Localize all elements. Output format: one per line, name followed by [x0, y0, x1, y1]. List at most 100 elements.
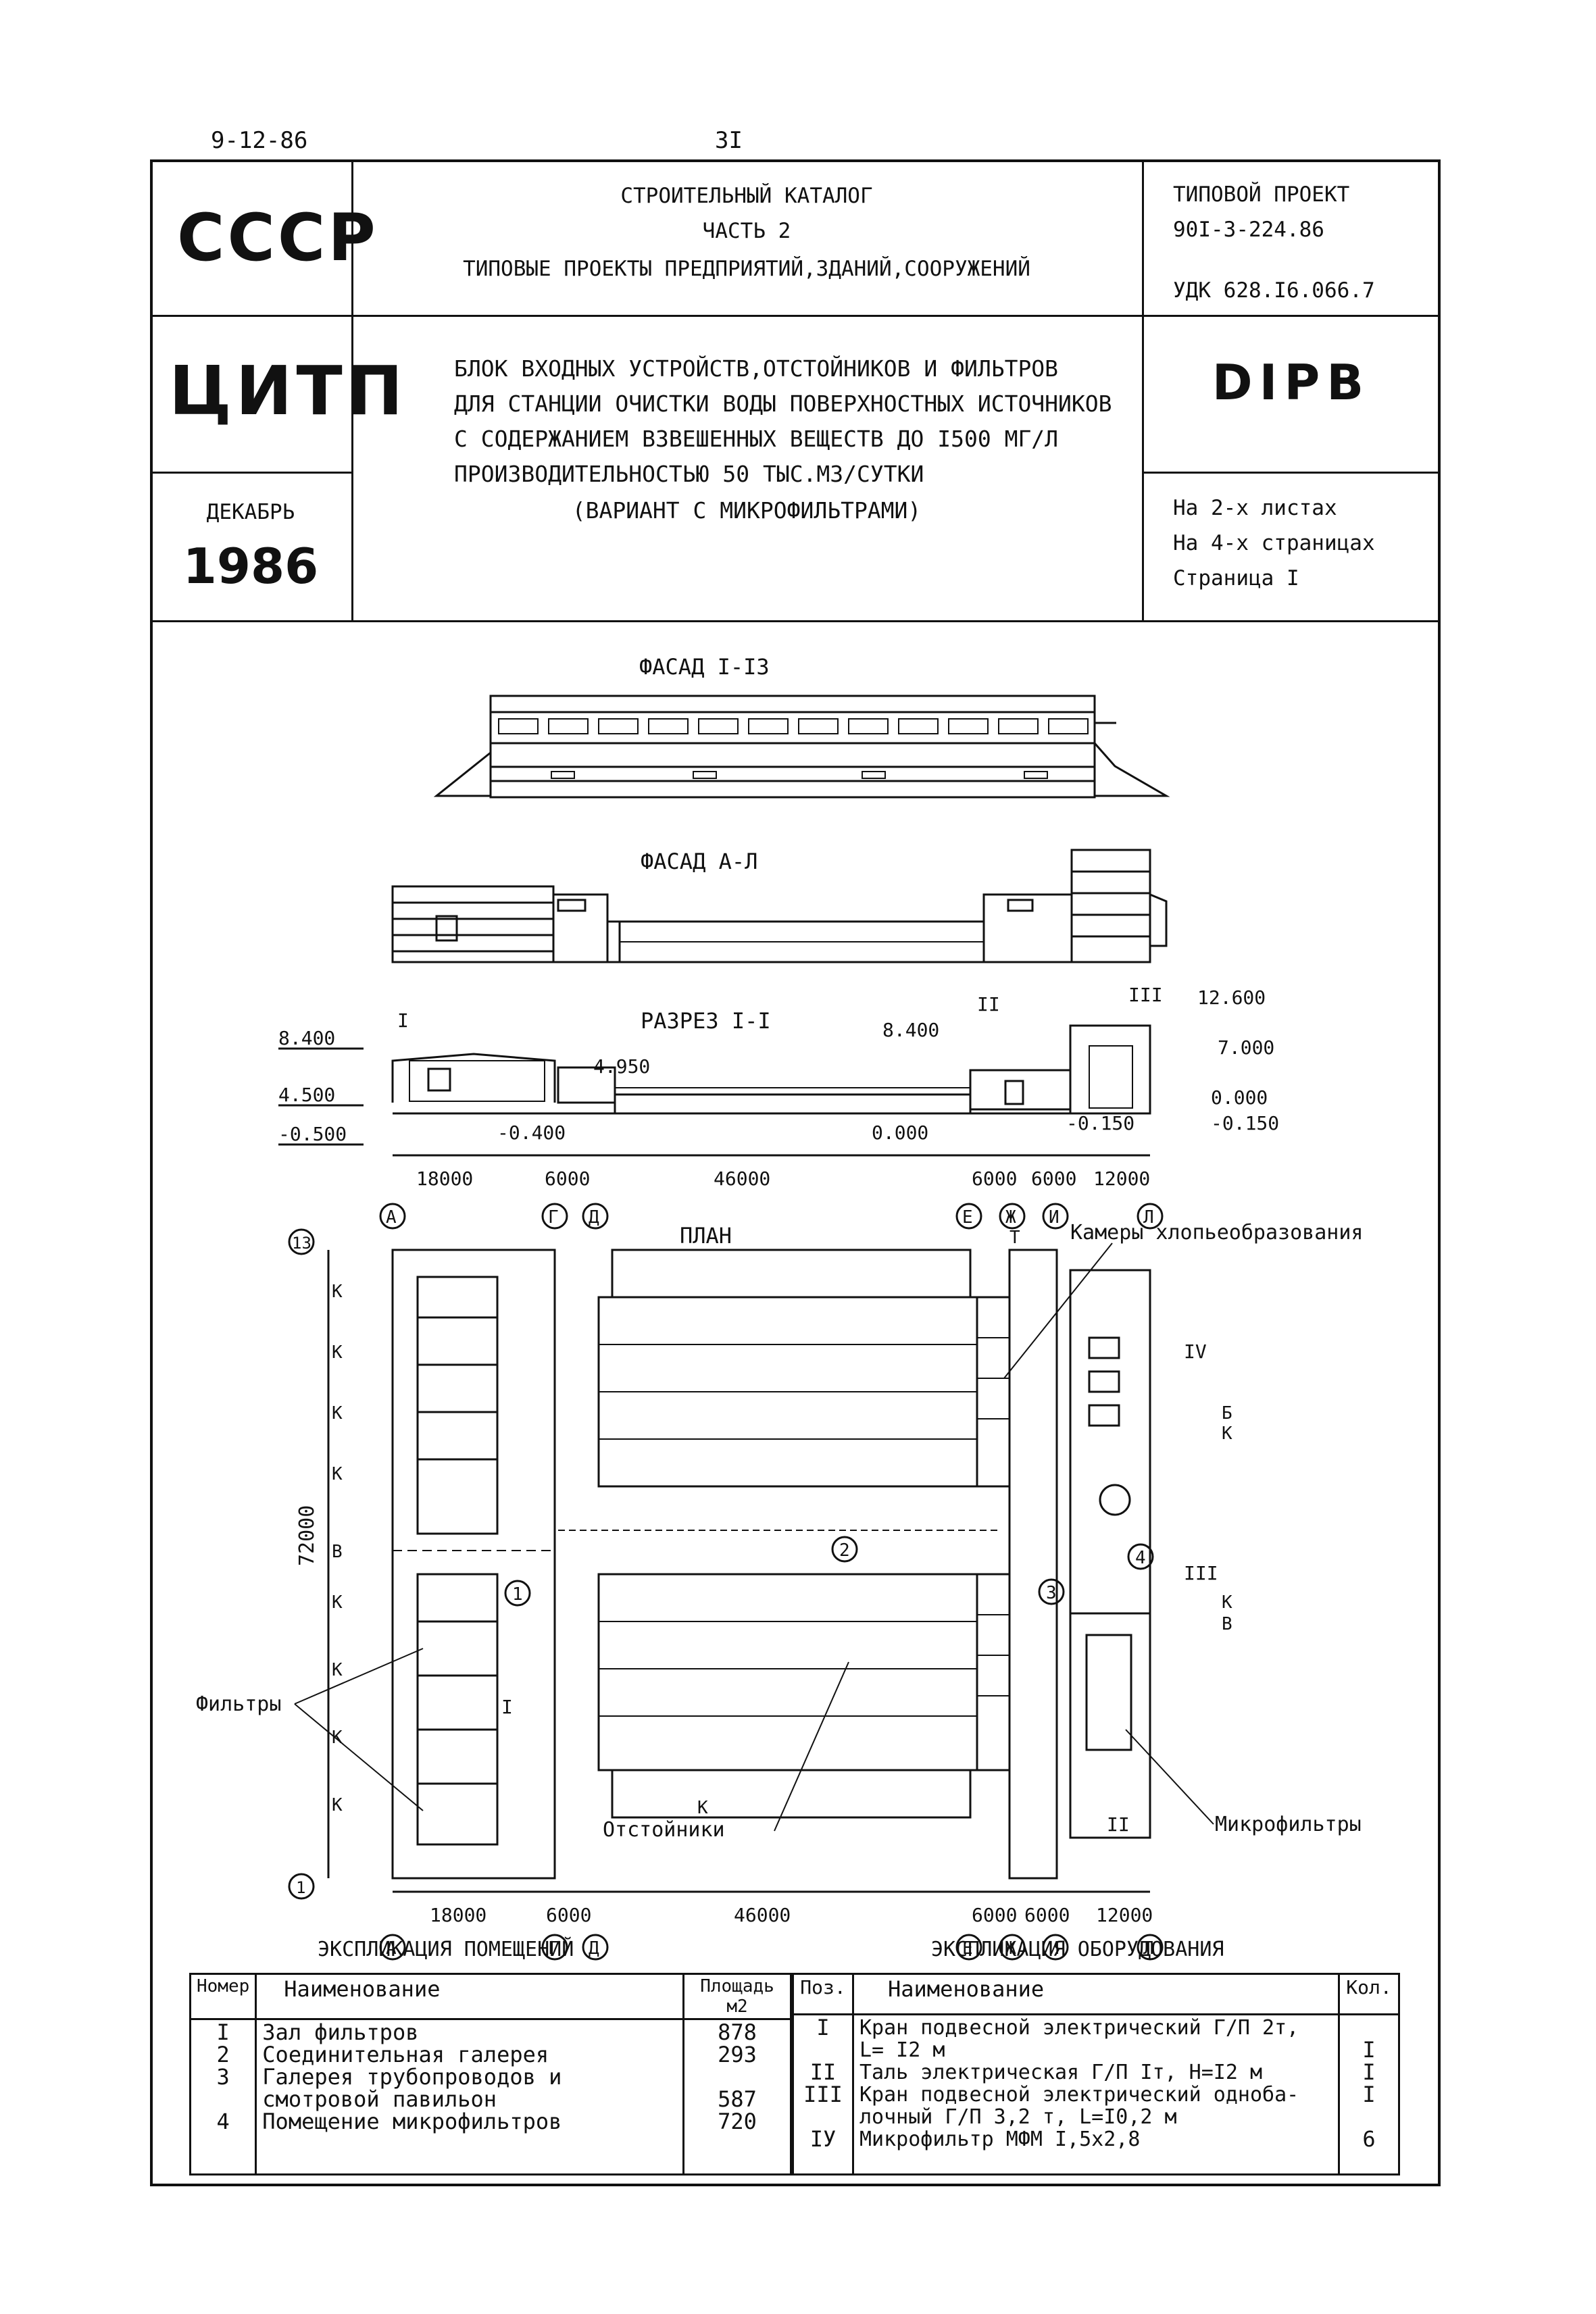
- roman-marker: II: [1107, 1813, 1130, 1836]
- roman-marker: I: [397, 1009, 409, 1032]
- equipment-col-qty: I I I 6: [1338, 2013, 1400, 2175]
- dim-label: 6000: [972, 1904, 1017, 1926]
- section-title: РАЗРЕЗ I-I: [641, 1008, 771, 1034]
- catalog-block: СТРОИТЕЛЬНЫЙ КАТАЛОГ ЧАСТЬ 2: [351, 178, 1142, 249]
- k-marker: К: [697, 1798, 708, 1818]
- header-col-left: [351, 159, 353, 622]
- dim-label: 46000: [714, 1167, 770, 1190]
- room-name: Зал фильтров: [262, 2019, 419, 2045]
- dim-label: 6000: [1031, 1167, 1076, 1190]
- project-number: 90I-3-224.86: [1173, 218, 1324, 242]
- b-marker: В: [332, 1542, 343, 1562]
- equipment-col-pos: I II III IУ: [792, 2013, 854, 2175]
- room-num: 3: [216, 2064, 230, 2090]
- elev-mark: -0.150: [1066, 1112, 1134, 1134]
- room-name: смотровой павильон: [262, 2086, 497, 2112]
- equipment-pos: [799, 2106, 847, 2128]
- header-col-right: [1142, 159, 1144, 622]
- equipment-header-qty: Кол.: [1338, 1973, 1400, 2015]
- room-num: 2: [216, 2042, 230, 2067]
- equipment-header-name: Наименование: [852, 1973, 1340, 2015]
- axis-label: Д: [589, 1207, 599, 1228]
- title-line4: ПРОИЗВОДИТЕЛЬНОСТЬЮ 50 ТЫС.М3/СУТКИ: [454, 461, 924, 487]
- title-line1: БЛОК ВХОДНЫХ УСТРОЙСТВ,ОТСТОЙНИКОВ И ФИЛ…: [454, 355, 1059, 382]
- room-name: Соединительная галерея: [262, 2042, 549, 2067]
- equipment-col-name: Кран подвесной электрический Г/П 2т, L= …: [852, 2013, 1340, 2175]
- facade-a-l: [391, 849, 1168, 963]
- axis-label: А: [386, 1938, 397, 1959]
- k-marker: К: [332, 1728, 343, 1748]
- pages-count: На 4-х страницах: [1173, 531, 1375, 555]
- dim-label: 6000: [545, 1167, 590, 1190]
- equipment-qty: 6: [1362, 2126, 1376, 2152]
- equipment-explication-title: ЭКСПЛИКАЦИЯ ОБОРУДОВАНИЯ: [931, 1938, 1224, 1961]
- roman-marker: III: [1128, 984, 1163, 1006]
- title-line2: ДЛЯ СТАНЦИИ ОЧИСТКИ ВОДЫ ПОВЕРХНОСТНЫХ И…: [454, 391, 1112, 417]
- rooms-explication-title: ЭКСПЛИКАЦИЯ ПОМЕЩЕНИЙ: [318, 1938, 574, 1961]
- equipment-name: Кран подвесной электрический одноба-: [859, 2083, 1299, 2107]
- axis-label: 13: [292, 1234, 311, 1253]
- equipment-name: Кран подвесной электрический Г/П 2т,: [859, 2016, 1299, 2040]
- k-marker: К: [1222, 1424, 1232, 1444]
- room-area: 293: [718, 2042, 757, 2067]
- catalog-line1: СТРОИТЕЛЬНЫЙ КАТАЛОГ: [620, 184, 873, 208]
- equipment-name: L= I2 м: [859, 2038, 945, 2062]
- room-area: 720: [718, 2109, 757, 2134]
- header-divider-2: [150, 620, 1441, 622]
- roman-marker: II: [977, 993, 1000, 1015]
- rooms-col-num: I 2 3 4: [189, 2018, 257, 2175]
- dim-label: 6000: [1024, 1904, 1070, 1926]
- project-title: БЛОК ВХОДНЫХ УСТРОЙСТВ,ОТСТОЙНИКОВ И ФИЛ…: [454, 351, 1112, 492]
- axis-label: Л: [1143, 1938, 1154, 1959]
- room-area: 878: [718, 2019, 757, 2045]
- k-marker: К: [332, 1464, 343, 1484]
- roman-marker: IV: [1184, 1340, 1207, 1363]
- room-marker: 3: [1046, 1583, 1057, 1603]
- facade1-title: ФАСАД I-I3: [639, 654, 770, 680]
- axis-label: И: [1049, 1207, 1059, 1228]
- axis-label: Г: [548, 1207, 559, 1228]
- axis-label: И: [1049, 1938, 1059, 1959]
- equipment-qty: [1345, 2017, 1393, 2039]
- header-left-split: [150, 472, 351, 474]
- axis-label: А: [386, 1207, 397, 1228]
- elev-mark: 7.000: [1218, 1036, 1274, 1059]
- t-marker: Т: [1009, 1228, 1020, 1248]
- title-variant: (ВАРИАНТ С МИКРОФИЛЬТРАМИ): [572, 497, 922, 524]
- sheet-info: На 2-х листах На 4-х страницах Страница …: [1173, 491, 1375, 596]
- dim-label: 18000: [430, 1904, 487, 1926]
- sheets-count: На 2-х листах: [1173, 496, 1337, 520]
- org-ussr: СССР: [177, 200, 378, 276]
- room-area: [690, 2066, 784, 2088]
- axis-label: Е: [962, 1938, 973, 1959]
- elev-mark: -0.400: [497, 1122, 566, 1144]
- room-marker: 1: [512, 1584, 523, 1605]
- project-block: ТИПОВОЙ ПРОЕКТ 90I-3-224.86: [1173, 177, 1349, 247]
- facade2-title: ФАСАД А-Л: [641, 849, 757, 874]
- plan-dim-height: 72000: [295, 1505, 319, 1566]
- equipment-pos: III: [803, 2082, 843, 2107]
- axis-label: Ж: [1005, 1207, 1016, 1228]
- room-num: I: [216, 2019, 230, 2045]
- elev-mark: 0.000: [1211, 1086, 1268, 1109]
- elev-mark: 0.000: [872, 1122, 928, 1144]
- room-num: 4: [216, 2109, 230, 2134]
- project-line1: ТИПОВОЙ ПРОЕКТ: [1173, 182, 1350, 207]
- equipment-pos: [799, 2039, 847, 2061]
- dim-label: 46000: [734, 1904, 791, 1926]
- dim-label: 6000: [972, 1167, 1017, 1190]
- rooms-header-area: Площадь м2: [682, 1973, 792, 2020]
- dim-label: 12000: [1096, 1904, 1153, 1926]
- rooms-col-name: Зал фильтров Соединительная галерея Гале…: [255, 2018, 684, 2175]
- axis-label: Л: [1143, 1207, 1154, 1228]
- equipment-qty: I: [1362, 2037, 1376, 2063]
- room-name: Галерея трубопроводов и: [262, 2064, 562, 2090]
- date-code: 9-12-86: [211, 127, 308, 154]
- equipment-name: Микрофильтр МФМ I,5х2,8: [859, 2128, 1141, 2151]
- axis-label: Ж: [1005, 1938, 1016, 1959]
- drawing-frame: [150, 159, 1441, 2186]
- month: ДЕКАБРЬ: [206, 500, 295, 524]
- section-i-i: 8.400 4.500 -0.500 -0.400 4.950 8.400 12…: [278, 984, 1279, 1146]
- room-area: 587: [718, 2086, 757, 2112]
- rooms-header-name: Наименование: [255, 1973, 684, 2020]
